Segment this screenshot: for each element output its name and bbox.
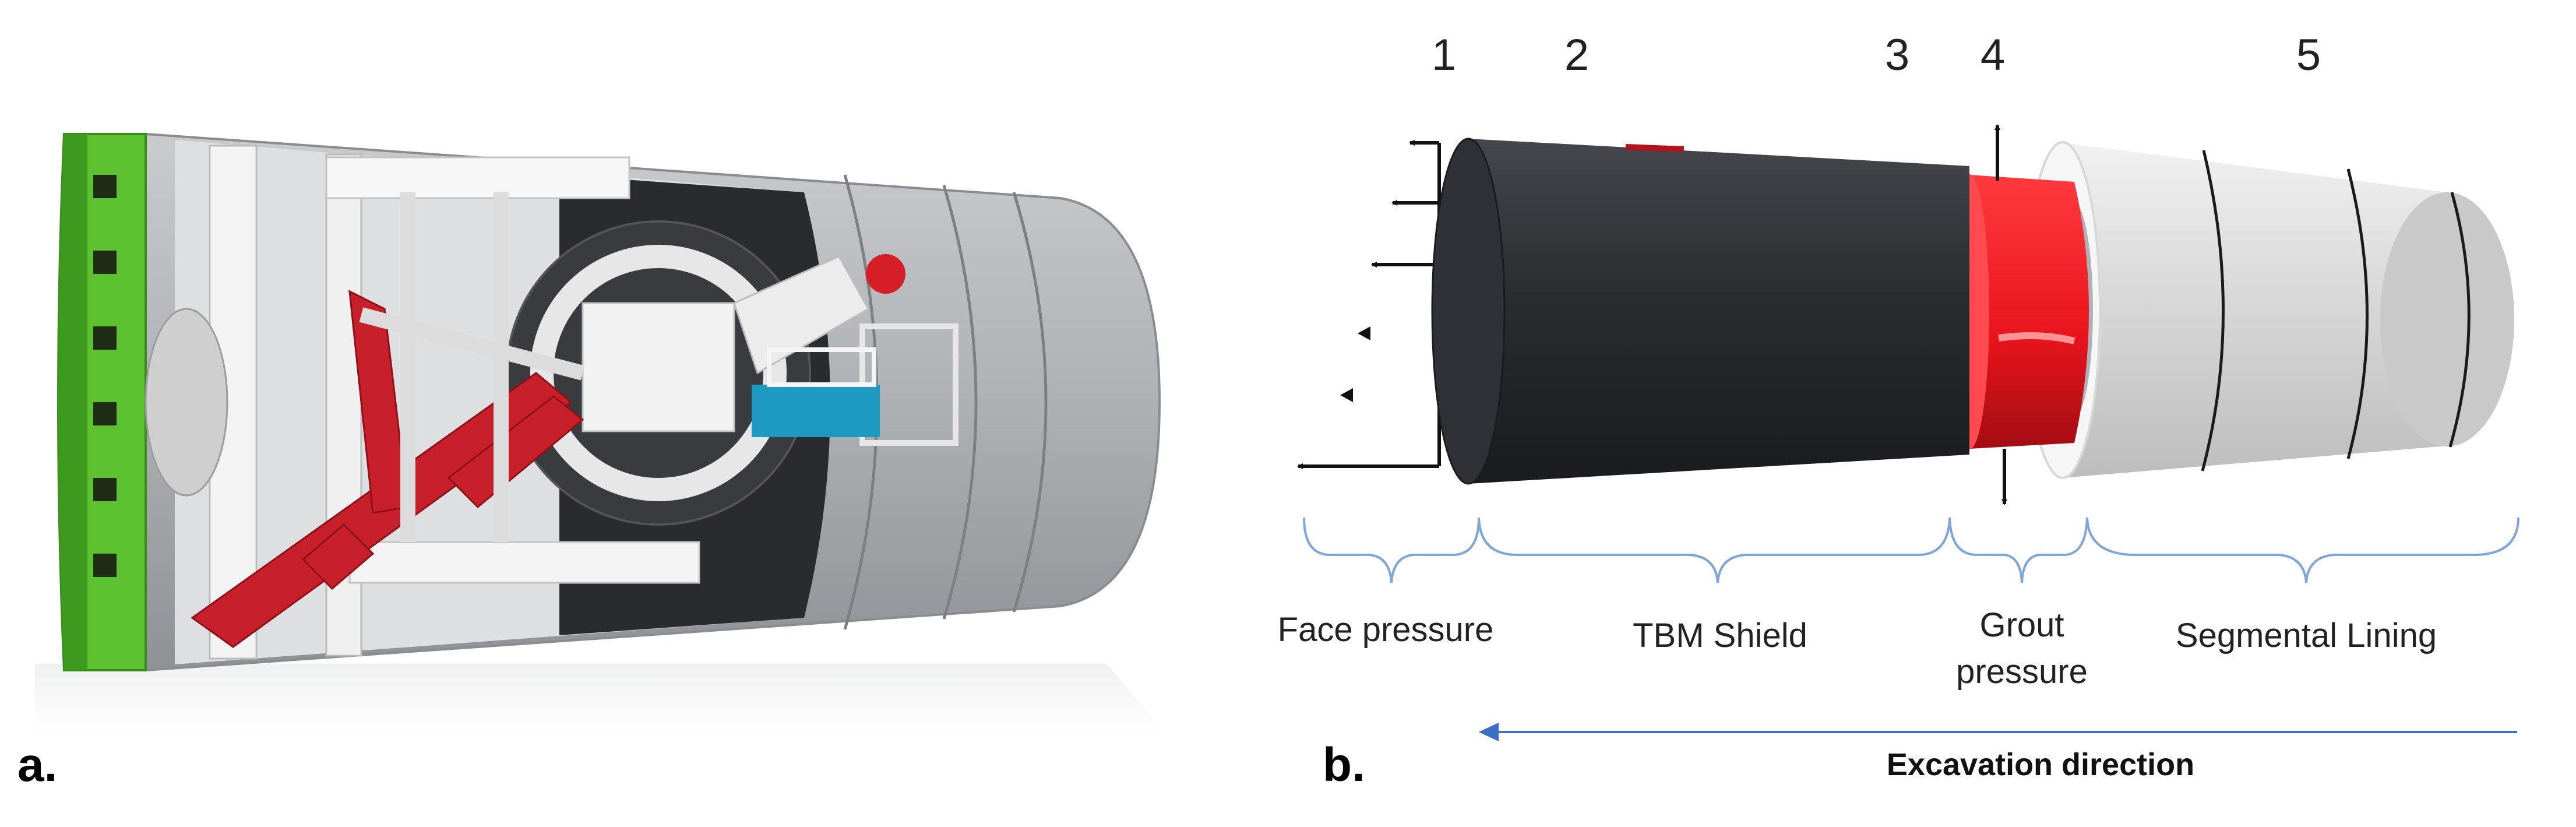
face-pressure-arrows (1297, 140, 1441, 469)
region-label-grout-line2: pressure (1956, 653, 2088, 691)
panel-b-label: b. (1323, 738, 1365, 791)
lining-ring-joints (2201, 150, 2471, 471)
grout-pressure-arrows (1994, 124, 2007, 505)
stage-number-4: 4 (1981, 30, 2005, 80)
excavation-direction-label: Excavation direction (1887, 747, 2194, 782)
tbm-shield-cylinder (1431, 138, 1969, 485)
brace-segmental-lining (2086, 517, 2519, 583)
brace-grout-pressure (1948, 517, 2088, 583)
region-label-segmental-lining: Segmental Lining (2176, 617, 2437, 654)
stage-number-1: 1 (1432, 30, 1456, 80)
stage-number-5: 5 (2296, 30, 2321, 80)
tbm-erector (506, 220, 958, 526)
brace-tbm-shield (1478, 517, 1951, 583)
face-pressure-ticks (1340, 326, 1370, 402)
tbm-cutterhead (57, 133, 228, 671)
tbm-screw-conveyor (191, 290, 584, 648)
panel-a-label: a. (17, 738, 57, 791)
region-label-face-pressure: Face pressure (1278, 611, 1494, 649)
region-braces (1303, 517, 2519, 583)
region-label-grout-line1: Grout (1979, 606, 2064, 644)
tbm-cutaway-illustration (35, 132, 1165, 734)
brace-face-pressure (1303, 517, 1480, 583)
region-label-tbm-shield: TBM Shield (1633, 617, 1807, 654)
stage-number-2: 2 (1564, 30, 1589, 80)
grout-ring (1950, 174, 2089, 449)
excavation-direction-arrow (1479, 723, 2517, 741)
segmental-lining-cylinder (2024, 141, 2514, 479)
stage-number-3: 3 (1885, 30, 1909, 80)
